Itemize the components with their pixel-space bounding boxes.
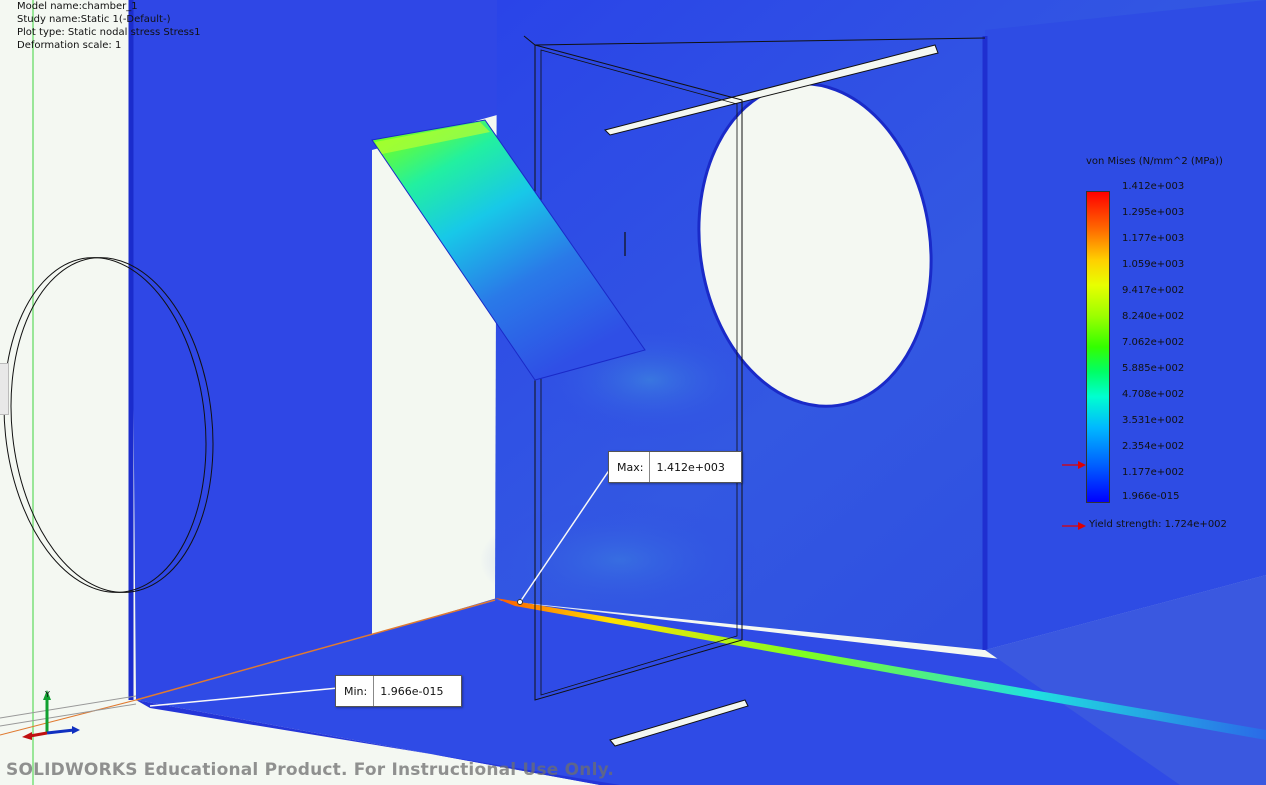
max-probe-value: 1.412e+003 [656,460,725,474]
legend-tick-label: 1.295e+003 [1122,207,1185,218]
legend-color-bar [1086,191,1110,503]
yield-strength-label: Yield strength: 1.724e+002 [1089,519,1227,530]
legend-yield-marker-icon [1062,461,1086,469]
legend-tick-label: 3.531e+002 [1122,415,1185,426]
axis-triad-icon[interactable]: Y [12,688,82,743]
floor-panel [136,600,1266,785]
legend-tick-label: 5.885e+002 [1122,363,1185,374]
legend-title: von Mises (N/mm^2 (MPa)) [1086,156,1223,167]
max-probe-label: Max: [609,452,651,482]
svg-text:Y: Y [44,690,50,699]
legend-tick-label: 7.062e+002 [1122,337,1185,348]
min-probe-value: 1.966e-015 [380,684,444,698]
legend-tick-label: 8.240e+002 [1122,311,1185,322]
legend-tick-label: 2.354e+002 [1122,441,1185,452]
min-probe-callout[interactable]: Min: 1.966e-015 [335,675,462,707]
legend-tick-label: 1.177e+002 [1122,467,1185,478]
deformation-scale-text: Deformation scale: 1 [17,40,122,51]
model-name-text: Model name:chamber_1 [17,1,138,12]
legend-tick-label: 1.412e+003 [1122,181,1185,192]
legend-tick-label: 4.708e+002 [1122,389,1185,400]
study-name-text: Study name:Static 1(-Default-) [17,14,171,25]
study-info-block: Model name:chamber_1 Study name:Static 1… [17,0,200,52]
legend-tick-label: 1.177e+003 [1122,233,1185,244]
max-probe-callout[interactable]: Max: 1.412e+003 [608,451,742,483]
side-panel-tab[interactable] [0,363,9,415]
legend-tick-label: 1.966e-015 [1122,491,1180,502]
tilted-flap [371,119,646,381]
plot-type-text: Plot type: Static nodal stress Stress1 [17,27,201,38]
door-plate-outline [534,44,743,701]
legend-tick-label: 9.417e+002 [1122,285,1185,296]
yield-arrow-icon [1062,522,1086,530]
educational-watermark: SOLIDWORKS Educational Product. For Inst… [6,760,614,780]
legend-tick-label: 1.059e+003 [1122,259,1185,270]
min-probe-label: Min: [336,676,375,706]
